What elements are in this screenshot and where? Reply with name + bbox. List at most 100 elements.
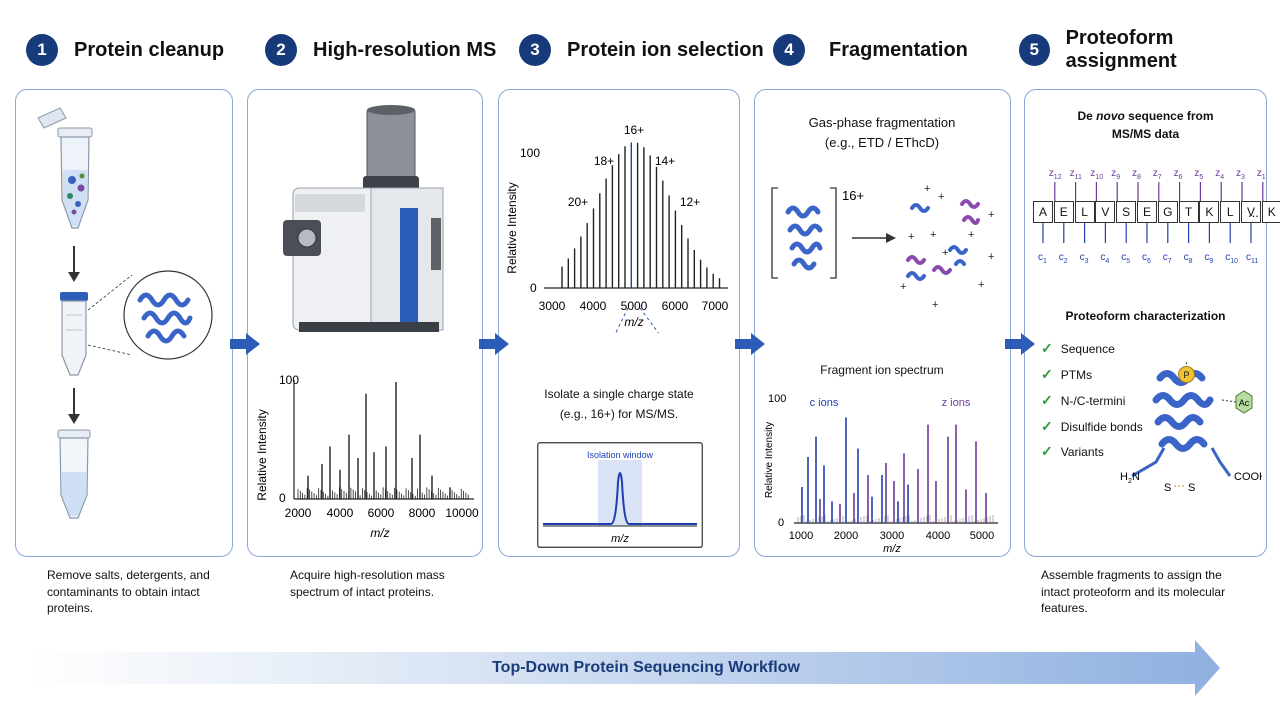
- c-ion-subscript: 1: [1043, 258, 1047, 265]
- sequence-residue: V: [1095, 201, 1116, 223]
- sample-tube-icon: [37, 107, 93, 229]
- fragmentation-charge: 16+: [842, 188, 864, 203]
- c-ion-label: c7: [1163, 252, 1172, 265]
- z-ion-label: z1: [1257, 168, 1266, 181]
- fragment-spectrum-chart: Relative Intensity 100 0 c ions z ions 1…: [764, 393, 998, 555]
- c-ion-subscript: 4: [1105, 258, 1109, 265]
- phospho-badge: P: [1178, 366, 1195, 383]
- z-ion-label: z10: [1090, 168, 1103, 181]
- feature-item: ✓Disulfide bonds: [1041, 418, 1143, 435]
- isolation-window-label: Isolation window: [587, 450, 654, 460]
- feature-item: ✓PTMs: [1041, 366, 1092, 383]
- isolation-window-chart: Isolation window m/z: [537, 442, 703, 548]
- charge-xtick-7000: 7000: [702, 299, 729, 313]
- svg-text:+: +: [988, 209, 994, 221]
- svg-text:+: +: [942, 247, 948, 259]
- frag-xtick-4000: 4000: [926, 530, 950, 542]
- workflow-banner-arrow: [30, 640, 1220, 696]
- svg-text:+: +: [908, 231, 914, 243]
- c-ion-subscript: 8: [1189, 258, 1193, 265]
- c-ion-subscript: 3: [1085, 258, 1089, 265]
- mass-spectrometer-icon: [283, 105, 444, 332]
- flow-arrow-icon: [735, 333, 765, 355]
- c-ion-label: c5: [1121, 252, 1130, 265]
- fragmentation-title: Gas-phase fragmentation (e.g., ETD / ETh…: [755, 113, 1009, 153]
- feature-label: N-/C-termini: [1060, 393, 1126, 408]
- charge-state-chart: Relative Intensity 100 0 20+ 18+ 16+ 14+…: [505, 123, 729, 333]
- spin-column-icon: [60, 292, 88, 376]
- frag-ytick-100: 100: [768, 393, 786, 405]
- charge-xtick-4000: 4000: [580, 299, 607, 313]
- feature-item: ✓N-/C-termini: [1041, 392, 1125, 409]
- z-ion-label: z8: [1132, 168, 1141, 181]
- z-ion-label: z9: [1111, 168, 1120, 181]
- c-ion-label: c9: [1204, 252, 1213, 265]
- ms-xtick-4000: 4000: [327, 506, 354, 520]
- z-ion-subscript: 11: [1075, 174, 1082, 181]
- c-ion-subscript: 5: [1126, 258, 1130, 265]
- step-number-2: 2: [265, 34, 297, 66]
- clean-sample-tube-icon: [57, 429, 91, 519]
- z-ion-subscript: 10: [1095, 174, 1103, 181]
- ms-xtick-2000: 2000: [285, 506, 312, 520]
- sequence-residue: A: [1033, 201, 1053, 223]
- sequence-residue: L: [1074, 201, 1095, 223]
- sequence-residue: E: [1137, 201, 1157, 223]
- charge-xtick-5000: 5000: [621, 299, 648, 313]
- step-title-1: Protein cleanup: [74, 38, 225, 61]
- caption-step-1: Remove salts, detergents, and contaminan…: [47, 568, 210, 615]
- step-5-header: 5 Proteoform assignment: [1019, 27, 1280, 72]
- c-ion-label: c2: [1059, 252, 1068, 265]
- c-ion-subscript: 2: [1064, 258, 1068, 265]
- nterm-sub-label: 2: [1128, 478, 1132, 485]
- proteoform-structure-icon: Ac H 2 N COOH S S: [1120, 362, 1262, 494]
- c-ions-label: c ions: [810, 397, 839, 409]
- c-ion-label: c8: [1184, 252, 1193, 265]
- ms-xtick-10000: 10000: [445, 506, 479, 520]
- step-title-2: High-resolution MS: [313, 38, 497, 61]
- sequence-residue: G: [1157, 201, 1178, 223]
- fragment-ions-icon: [906, 199, 980, 281]
- charge-xlabel: m/z: [624, 315, 643, 329]
- frag-ylabel: Relative Intensity: [764, 422, 775, 498]
- charge-xtick-6000: 6000: [662, 299, 689, 313]
- svg-text:+: +: [988, 251, 994, 263]
- c-ion-subscript: 9: [1209, 258, 1213, 265]
- charge-ylabel: Relative Intensity: [505, 182, 519, 273]
- denovo-title-italic: novo: [1096, 109, 1125, 123]
- flow-arrow-icon: [230, 333, 260, 355]
- denovo-title: De novo sequence from MS/MS data: [1025, 107, 1266, 143]
- cterm-label: COOH: [1234, 471, 1262, 483]
- panel-assignment: [1024, 89, 1267, 557]
- step-title-4: Fragmentation: [829, 38, 968, 61]
- c-ion-label: c10: [1225, 252, 1238, 265]
- caption-step-5: Assemble fragments to assign the intact …: [1041, 568, 1226, 615]
- frag-xtick-3000: 3000: [880, 530, 904, 542]
- step-number-1: 1: [26, 34, 58, 66]
- z-ion-subscript: 5: [1199, 174, 1203, 181]
- cleanup-illustration: [37, 107, 213, 519]
- ms-spectrum-chart: Relative Intensity 100 0 2000 4000 6000 …: [255, 373, 479, 540]
- characterization-title: Proteoform characterization: [1065, 309, 1226, 323]
- flow-arrow-icon: [1005, 333, 1035, 355]
- sulfur-label-1: S: [1164, 482, 1171, 494]
- z-ion-subscript: 3: [1241, 174, 1245, 181]
- charge-label-18: 18+: [594, 154, 614, 168]
- step-number-4: 4: [773, 34, 805, 66]
- nterm-n-label: N: [1132, 471, 1140, 483]
- z-ion-subscript: 9: [1116, 174, 1120, 181]
- isolate-text: Isolate a single charge state (e.g., 16+…: [500, 384, 738, 424]
- z-ions-label: z ions: [942, 397, 971, 409]
- svg-text:+: +: [978, 279, 984, 291]
- z-ion-subscript: 4: [1220, 174, 1224, 181]
- z-ion-label: z3: [1236, 168, 1245, 181]
- svg-text:+: +: [932, 299, 938, 311]
- svg-text:+: +: [924, 183, 930, 195]
- svg-text:+: +: [938, 191, 944, 203]
- frag-xlabel: m/z: [883, 543, 901, 555]
- feature-label: Variants: [1060, 444, 1104, 459]
- z-ion-label: z5: [1194, 168, 1203, 181]
- z-ion-label: z4: [1215, 168, 1224, 181]
- fragmentation-title-line-1: Gas-phase fragmentation: [808, 115, 956, 130]
- z-ion-subscript: 6: [1179, 174, 1183, 181]
